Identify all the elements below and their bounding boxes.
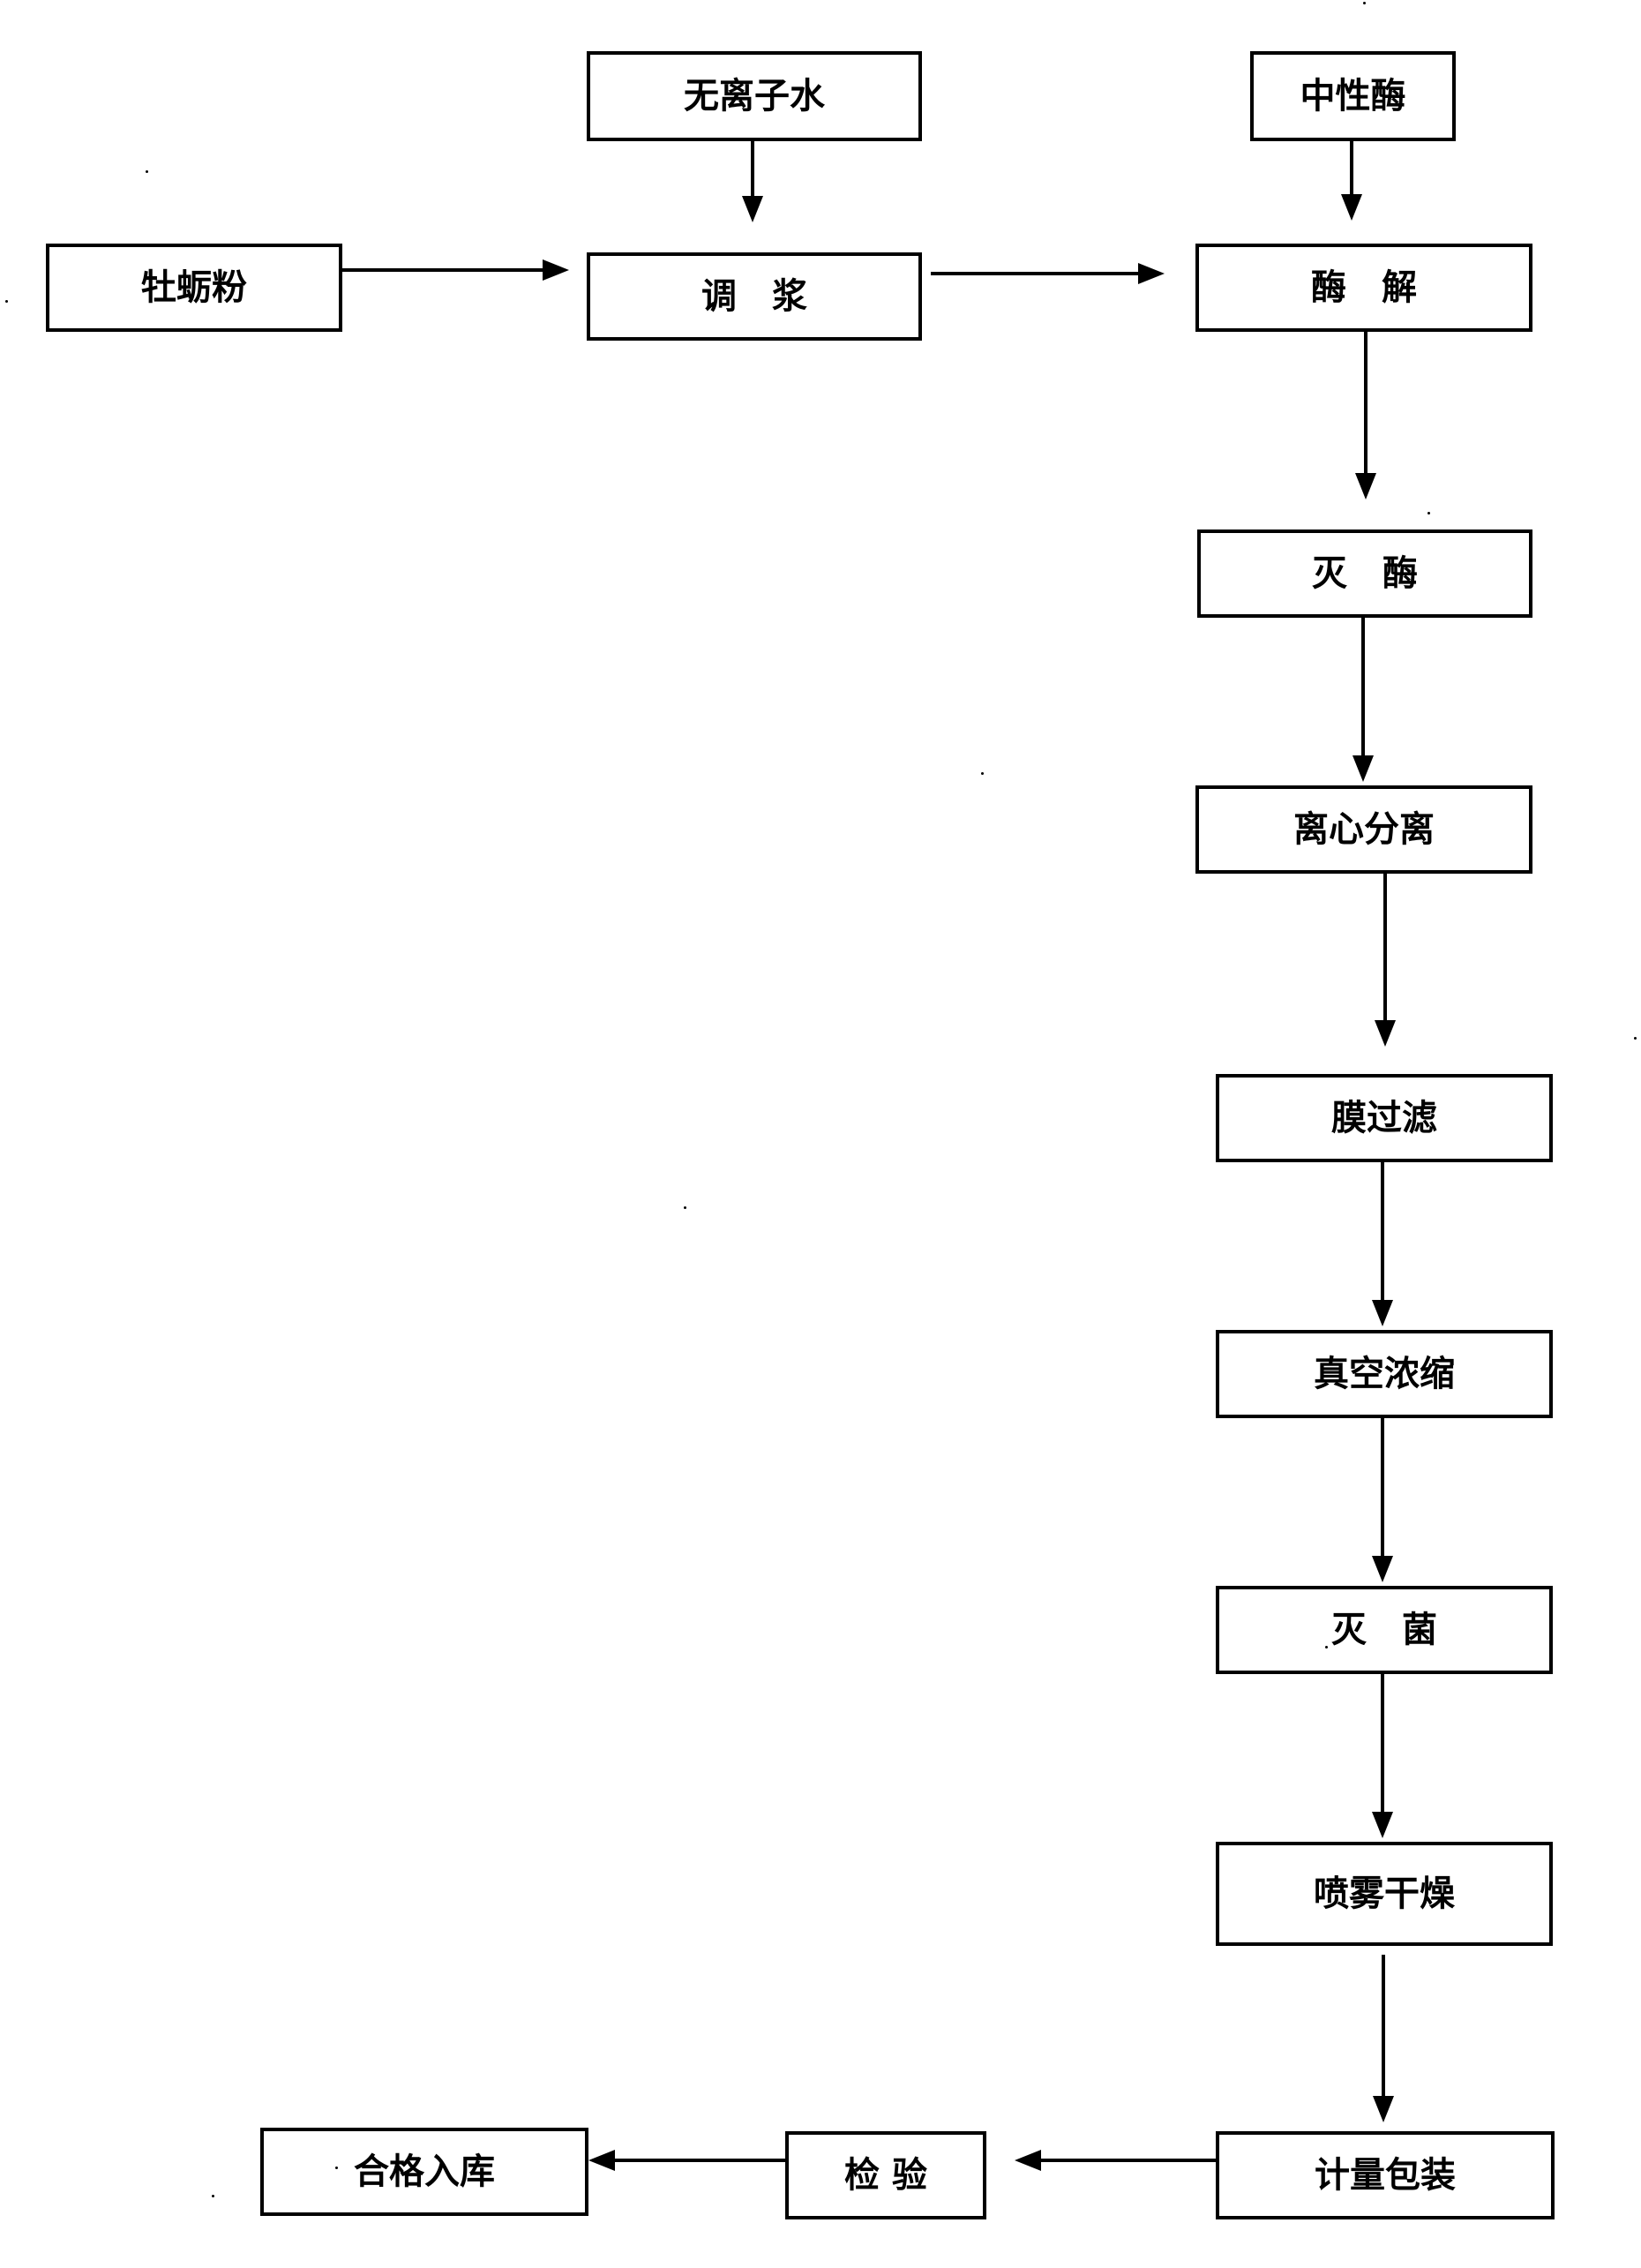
arrow-inspect-to-storage (588, 2150, 785, 2171)
label-enzymatic-hydrolysis: 酶 解 (1311, 267, 1417, 308)
arrow-water-to-slurry (742, 141, 763, 222)
scan-speck (1427, 512, 1430, 514)
arrow-slurry-to-hydrolysis-head (1138, 263, 1165, 284)
label-neutral-enzyme: 中性酶 (1300, 76, 1406, 116)
label-inspection: 检 验 (844, 2155, 927, 2196)
arrow-hydrolysis-to-inactivate-head (1355, 473, 1376, 499)
box-inspection: 检 验 (785, 2131, 986, 2219)
label-vacuum-concentration: 真空浓缩 (1314, 1354, 1455, 1394)
arrow-enzyme-to-hydrolysis (1341, 141, 1362, 221)
arrow-membrane-to-vacuum-head (1372, 1300, 1393, 1326)
label-deionized-water: 无离子水 (684, 76, 825, 116)
box-deionized-water: 无离子水 (587, 51, 922, 141)
scan-speck (1325, 1646, 1328, 1648)
scan-speck (1634, 1037, 1637, 1040)
box-slurry: 调 浆 (587, 252, 922, 341)
label-metering-packaging: 计量包装 (1315, 2155, 1456, 2196)
box-enzymatic-hydrolysis: 酶 解 (1195, 244, 1532, 332)
arrow-centrifuge-to-membrane-head (1375, 1020, 1396, 1047)
arrow-package-to-inspect-head (1015, 2150, 1041, 2171)
label-qualified-storage: 合格入库 (354, 2152, 495, 2192)
label-centrifugal-separation: 离心分离 (1293, 809, 1435, 850)
scan-speck (981, 772, 984, 775)
arrow-spray-to-package-head (1373, 2096, 1394, 2122)
scan-speck (1363, 2, 1366, 4)
arrow-slurry-to-hydrolysis (931, 263, 1165, 284)
box-membrane-filtration: 膜过滤 (1216, 1074, 1553, 1162)
arrow-hydrolysis-to-inactivate (1355, 332, 1376, 499)
arrow-water-to-slurry-head (742, 196, 763, 222)
label-slurry: 调 浆 (701, 276, 807, 317)
arrow-inspect-to-storage-head (588, 2150, 615, 2171)
arrow-package-to-inspect (1015, 2150, 1216, 2171)
label-sterilization: 灭 菌 (1331, 1610, 1437, 1650)
scan-speck (146, 170, 148, 173)
label-enzyme-inactivation: 灭 酶 (1312, 553, 1418, 594)
label-oyster-powder: 牡蛎粉 (141, 267, 247, 308)
box-qualified-storage: 合格入库 (260, 2128, 588, 2216)
arrow-sterilize-to-spray (1372, 1674, 1393, 1838)
arrow-centrifuge-to-membrane (1375, 874, 1396, 1047)
box-neutral-enzyme: 中性酶 (1250, 51, 1456, 141)
arrow-enzyme-to-hydrolysis-head (1341, 194, 1362, 221)
box-sterilization: 灭 菌 (1216, 1586, 1553, 1674)
label-spray-drying: 喷雾干燥 (1314, 1874, 1455, 1914)
arrow-inactivate-to-centrifuge-head (1353, 755, 1374, 782)
scan-speck (212, 2195, 214, 2197)
box-vacuum-concentration: 真空浓缩 (1216, 1330, 1553, 1418)
arrow-oyster-to-slurry-head (543, 259, 569, 281)
scan-speck (335, 2167, 338, 2169)
arrow-vacuum-to-sterilize (1372, 1418, 1393, 1582)
box-spray-drying: 喷雾干燥 (1216, 1842, 1553, 1946)
scan-speck (684, 1206, 686, 1209)
label-membrane-filtration: 膜过滤 (1331, 1098, 1437, 1138)
box-metering-packaging: 计量包装 (1216, 2131, 1555, 2219)
box-oyster-powder: 牡蛎粉 (46, 244, 342, 332)
arrow-vacuum-to-sterilize-head (1372, 1556, 1393, 1582)
arrow-spray-to-package (1373, 1955, 1394, 2122)
arrow-inactivate-to-centrifuge (1353, 618, 1374, 782)
box-centrifugal-separation: 离心分离 (1195, 785, 1532, 874)
scan-speck (5, 300, 8, 303)
arrow-oyster-to-slurry (342, 259, 569, 281)
arrow-sterilize-to-spray-head (1372, 1812, 1393, 1838)
box-enzyme-inactivation: 灭 酶 (1197, 529, 1532, 618)
arrow-membrane-to-vacuum (1372, 1162, 1393, 1326)
